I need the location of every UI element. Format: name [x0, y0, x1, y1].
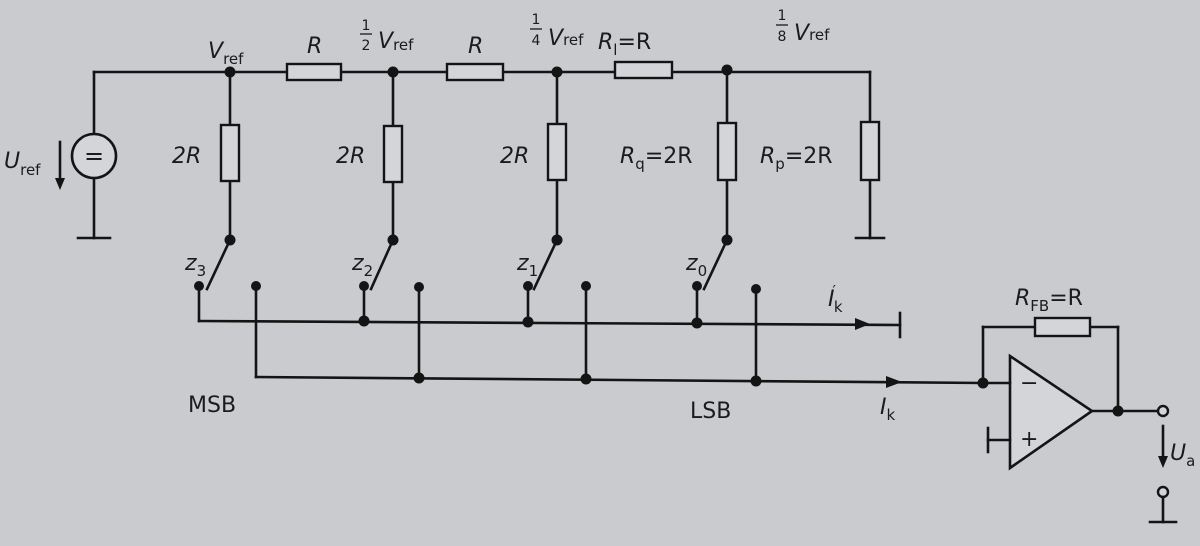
- opamp-minus-sign: −: [1020, 371, 1038, 396]
- junction-dot: [522, 316, 534, 328]
- svg-text:1: 1: [778, 8, 787, 24]
- output-arrow-head: [1158, 456, 1168, 468]
- shunt-resistor-3: [546, 122, 568, 182]
- shunt-resistor-2: [382, 124, 404, 184]
- ik-arrow: [886, 376, 902, 388]
- svg-text:Vref: Vref: [548, 26, 584, 51]
- junction-dot: [750, 375, 762, 387]
- series-resistor-label-3: Rl=R: [598, 30, 651, 59]
- svg-text:4: 4: [532, 33, 541, 49]
- ik-label: Ik: [880, 395, 896, 424]
- switch-blade-3: [205, 238, 232, 291]
- opamp-plus-sign: +: [1020, 427, 1038, 452]
- ikp-label: I′k: [828, 282, 843, 316]
- switch-blade-2: [369, 238, 395, 291]
- junction-dot: [358, 315, 370, 327]
- lsb-label: LSB: [690, 399, 731, 424]
- feedback-resistor: [1033, 316, 1092, 338]
- junction-dot: [1112, 405, 1124, 417]
- svg-text:Vref: Vref: [794, 21, 830, 46]
- node-label-4: 1 8 Vref: [776, 8, 830, 46]
- switch-label-0: z0: [685, 251, 707, 280]
- svg-text:1: 1: [362, 18, 371, 34]
- node-label-1: Vref: [208, 39, 244, 68]
- shunt-resistor-label-p: Rp=2R: [760, 144, 833, 173]
- switch-label-2: z2: [351, 251, 373, 280]
- shunt-resistor-label-1: 2R: [172, 144, 201, 169]
- series-resistor-3: [613, 60, 674, 80]
- switch-label-3: z3: [184, 251, 206, 280]
- svg-text:1: 1: [532, 12, 541, 28]
- output-terminal: [1156, 485, 1170, 499]
- junction-dot: [580, 373, 592, 385]
- msb-label: MSB: [188, 393, 236, 418]
- ikp-bus: [197, 319, 902, 327]
- series-resistor-2: [445, 62, 505, 82]
- shunt-resistor-p: [859, 120, 881, 182]
- shunt-resistor-label-2: 2R: [336, 144, 365, 169]
- switch-label-1: z1: [516, 251, 538, 280]
- node-label-2: 1 2 Vref: [360, 18, 414, 54]
- svg-text:2: 2: [362, 38, 371, 54]
- junction-dot: [691, 317, 703, 329]
- shunt-resistor-1: [219, 123, 241, 183]
- junction-dot: [413, 372, 425, 384]
- switch-blade-0: [702, 238, 729, 291]
- opamp-triangle: [1008, 353, 1095, 471]
- node-label-3: 1 4 Vref: [530, 12, 584, 51]
- feedback-resistor-label: RFB=R: [1015, 286, 1083, 315]
- source-label: Uref: [4, 149, 41, 179]
- shunt-resistor-label-q: Rq=2R: [620, 144, 693, 173]
- voltage-source: =: [70, 132, 118, 180]
- ik-bus: [254, 375, 985, 385]
- source-arrow-head: [55, 178, 65, 190]
- output-terminal: [1156, 404, 1170, 418]
- shunt-resistor-q: [716, 121, 738, 182]
- series-resistor-1: [285, 62, 343, 82]
- switch-blade-1: [532, 238, 559, 291]
- series-resistor-label-2: R: [468, 34, 483, 59]
- svg-text:8: 8: [778, 29, 787, 45]
- source-symbol: =: [84, 142, 104, 170]
- ikp-arrow: [855, 318, 870, 330]
- series-resistor-label-1: R: [307, 34, 322, 59]
- shunt-resistor-label-3: 2R: [500, 144, 529, 169]
- output-label: Ua: [1170, 441, 1195, 470]
- svg-text:Vref: Vref: [378, 29, 414, 54]
